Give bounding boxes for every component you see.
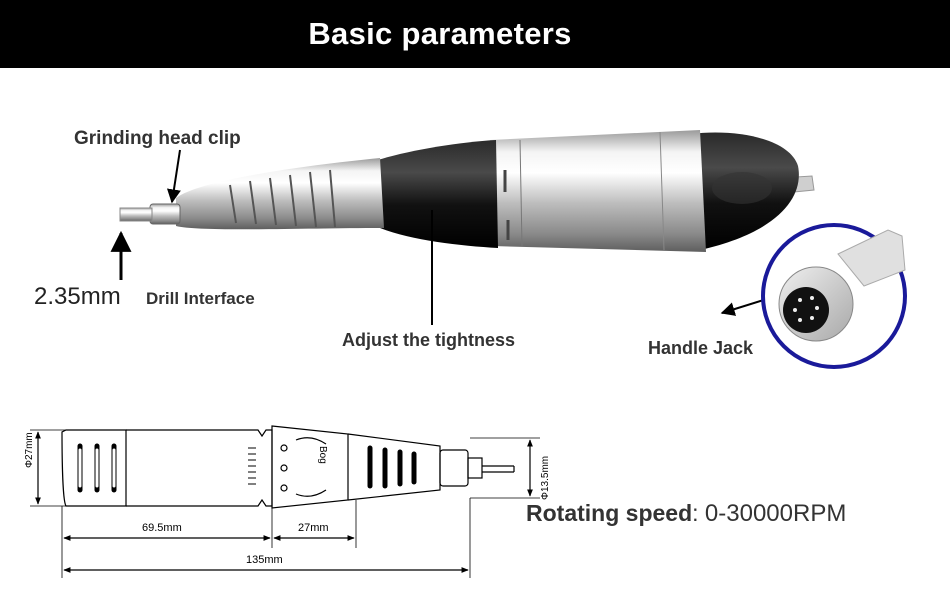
length-total-label: 135mm <box>246 554 283 566</box>
speed-label: Rotating speed <box>526 500 693 526</box>
handle-jack-label: Handle Jack <box>648 338 754 358</box>
diameter-tip-label: Φ13.5mm <box>540 455 551 500</box>
dimension-drawing <box>30 425 540 578</box>
diameter-body-label: Φ27mm <box>24 432 35 468</box>
grinding-head-clip-label: Grinding head clip <box>74 128 241 149</box>
adjust-tightness-label: Adjust the tightness <box>342 330 516 350</box>
length-body-label: 69.5mm <box>142 522 182 534</box>
shank-size-label: 2.35mm <box>34 283 121 310</box>
page-title: Basic parameters <box>308 16 572 51</box>
handle-jack-inset <box>761 223 907 369</box>
length-nose-label: 27mm <box>298 522 329 534</box>
speed-separator: : <box>692 500 699 526</box>
handpiece-photo <box>119 130 815 252</box>
speed-value: 0-30000RPM <box>704 500 847 527</box>
brand-mark: Bog <box>317 446 328 464</box>
header-banner: Basic parameters <box>0 0 950 68</box>
rotating-speed-spec: Rotating speed: 0-30000RPM <box>526 500 846 528</box>
drill-interface-label: Drill Interface <box>146 289 255 308</box>
